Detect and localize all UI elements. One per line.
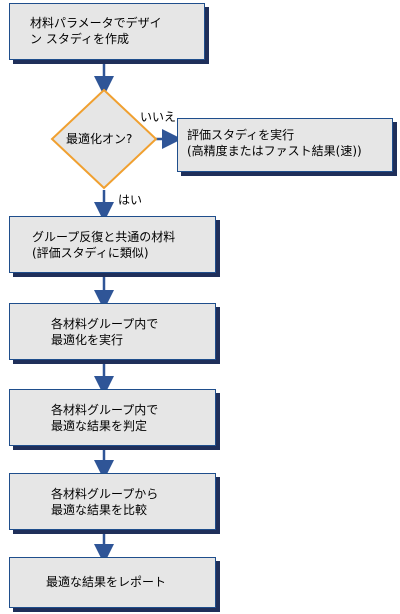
step-group-iteration-line-2: (評価スタディに類似) <box>32 246 149 260</box>
step-create-study-line-2: ン スタディを作成 <box>30 32 129 46</box>
step-determine-best-line-2: 最適な結果を判定 <box>51 419 148 433</box>
step-group-iteration: グループ反復と共通の材料 (評価スタディに類似) <box>9 216 216 273</box>
step-create-study: 材料パラメータでデザイ ン スタディを作成 <box>9 3 205 60</box>
step-compare-results-line-1: 各材料グループから <box>51 487 159 501</box>
step-create-study-line-1: 材料パラメータでデザイ <box>30 16 162 30</box>
decision-no-label: いいえ <box>140 110 177 124</box>
decision-label: 最適化オン? <box>66 132 133 146</box>
decision-diamond <box>50 88 158 190</box>
step-report-results-line-1: 最適な結果をレポート <box>46 575 167 589</box>
step-run-evaluation-line-1: 評価スタディを実行 <box>187 128 295 142</box>
step-optimize-in-group: 各材料グループ内で 最適化を実行 <box>9 303 216 360</box>
step-compare-results: 各材料グループから 最適な結果を比較 <box>9 473 216 530</box>
step-report-results: 最適な結果をレポート <box>9 557 216 608</box>
step-run-evaluation-line-2: (高精度またはファスト結果(速)) <box>187 144 362 158</box>
step-optimize-in-group-line-1: 各材料グループ内で <box>51 317 159 331</box>
step-determine-best: 各材料グループ内で 最適な結果を判定 <box>9 389 216 446</box>
step-optimize-in-group-line-2: 最適化を実行 <box>51 333 124 347</box>
step-compare-results-line-2: 最適な結果を比較 <box>51 503 148 517</box>
step-group-iteration-line-1: グループ反復と共通の材料 <box>32 230 176 244</box>
step-determine-best-line-1: 各材料グループ内で <box>51 403 159 417</box>
step-run-evaluation: 評価スタディを実行 (高精度またはファスト結果(速)) <box>177 118 393 172</box>
decision-yes-label: はい <box>118 193 143 207</box>
